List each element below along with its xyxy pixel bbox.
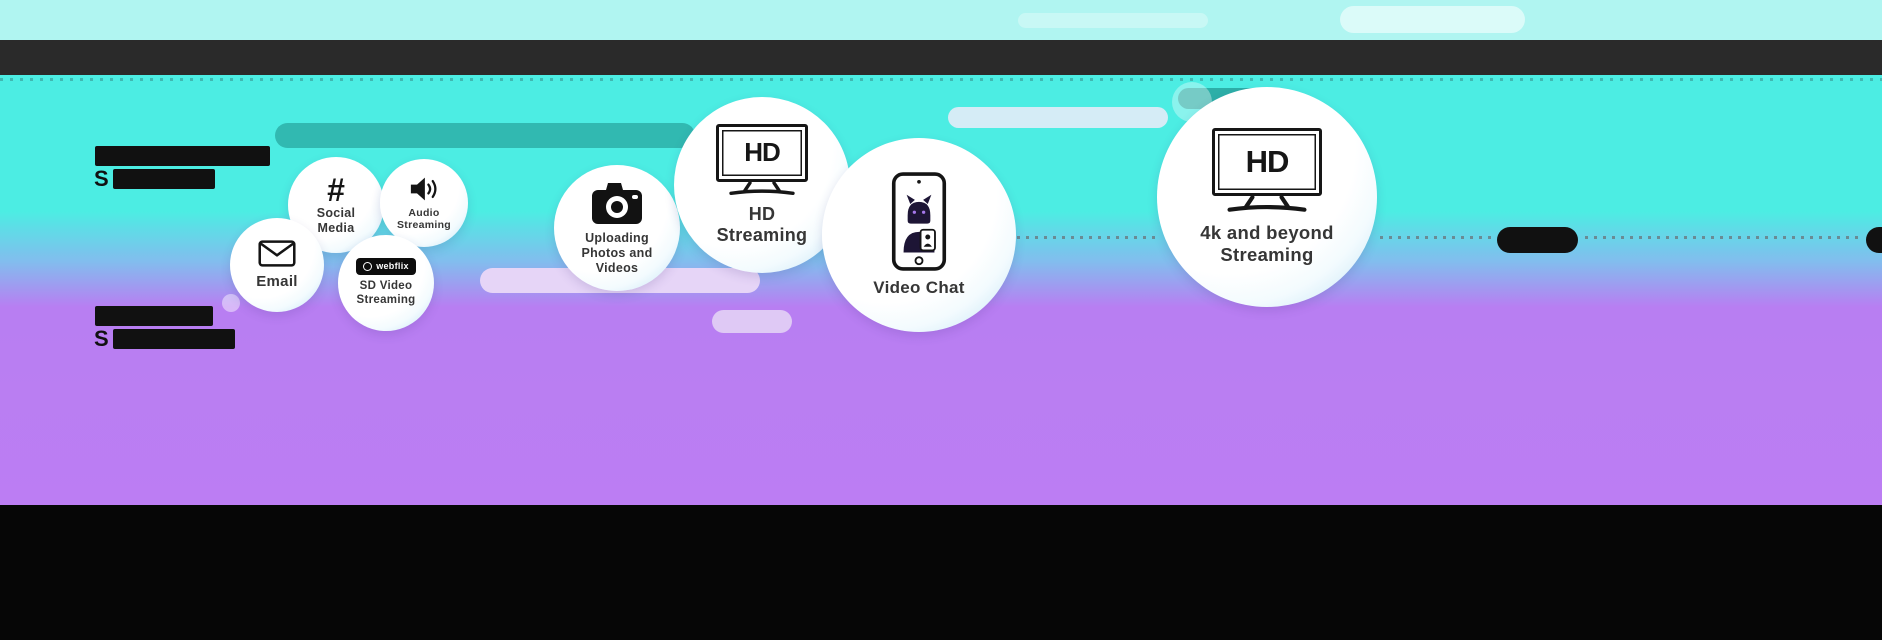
bubble-video-chat: Video Chat bbox=[822, 138, 1016, 332]
tv-screen: HD bbox=[1212, 128, 1322, 197]
bubble-label: HD Streaming bbox=[716, 203, 808, 245]
tv-screen: HD bbox=[716, 123, 808, 182]
dotted-line-top bbox=[0, 78, 1882, 81]
bubble-label: Audio Streaming bbox=[396, 206, 452, 231]
bubble-label: Video Chat bbox=[873, 277, 965, 297]
bubble-4k-streaming: HD 4k and beyond Streaming bbox=[1157, 87, 1377, 307]
dotted-speed-line bbox=[1380, 236, 1495, 239]
dotted-speed-line bbox=[1585, 236, 1863, 239]
bubble-label: Social Media bbox=[316, 205, 356, 235]
bubble-label: Email bbox=[256, 272, 298, 290]
redacted-heading-prefix: S bbox=[94, 166, 110, 191]
webflix-logo: webflix bbox=[356, 258, 416, 276]
redacted-heading-bar bbox=[113, 329, 235, 349]
bubble-uploading-photos-videos: Uploading Photos and Videos bbox=[554, 165, 680, 291]
redacted-heading-bar bbox=[113, 169, 215, 189]
bubble-email: Email bbox=[230, 218, 324, 312]
bubble-sd-video-streaming: webflix SD Video Streaming bbox=[338, 235, 434, 331]
decor-pill-lavender bbox=[712, 310, 792, 333]
redacted-heading-prefix: S bbox=[94, 326, 110, 351]
webflix-dot-icon bbox=[363, 262, 373, 272]
bubble-audio-streaming: Audio Streaming bbox=[380, 159, 468, 247]
decor-pill-white bbox=[1018, 13, 1208, 28]
decor-pill-teal bbox=[275, 123, 695, 148]
hd-logo-text: HD bbox=[744, 137, 781, 168]
dotted-speed-line bbox=[990, 236, 1160, 239]
bubble-label: SD Video Streaming bbox=[356, 280, 416, 306]
hd-logo-text: HD bbox=[1245, 144, 1290, 180]
top-light-strip bbox=[0, 0, 1882, 40]
redacted-speed-label-pill bbox=[1866, 227, 1882, 253]
redacted-speed-label-pill bbox=[1497, 227, 1578, 253]
bubble-label: Uploading Photos and Videos bbox=[581, 231, 653, 275]
envelope-icon bbox=[258, 240, 296, 267]
webflix-logo-text: webflix bbox=[376, 261, 409, 272]
decor-small-bubble bbox=[222, 294, 240, 312]
tv-stand bbox=[1227, 196, 1307, 212]
bubble-hd-streaming: HD HD Streaming bbox=[674, 97, 850, 273]
bubble-label: 4k and beyond Streaming bbox=[1200, 222, 1334, 265]
redacted-heading-bar bbox=[95, 146, 270, 166]
bottom-banner-bar bbox=[0, 505, 1882, 640]
redacted-heading-bar bbox=[95, 306, 213, 326]
hd-tv-icon: HD bbox=[716, 123, 808, 196]
decor-pill-light-blue bbox=[948, 107, 1168, 128]
hashtag-icon: # bbox=[327, 171, 345, 208]
video-chat-phone-icon bbox=[891, 172, 947, 271]
top-banner-bar bbox=[0, 40, 1882, 75]
camera-icon bbox=[592, 183, 642, 225]
hd-tv-icon: HD bbox=[1212, 128, 1322, 213]
tv-stand bbox=[729, 181, 795, 195]
speaker-icon bbox=[410, 177, 437, 200]
decor-pill-white bbox=[1340, 6, 1525, 33]
